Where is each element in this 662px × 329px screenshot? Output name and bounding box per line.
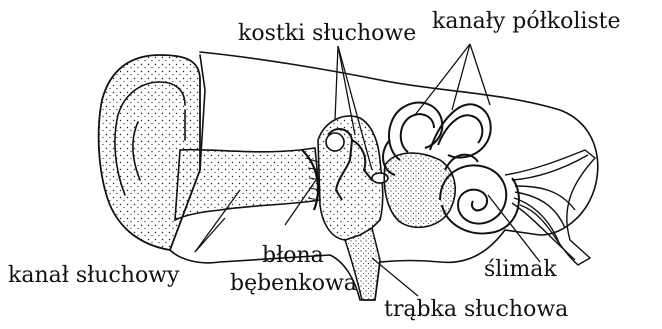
label-eardrum-line1: błona: [262, 244, 324, 268]
label-cochlea: ślimak: [484, 258, 557, 282]
auditory-nerve: [505, 150, 595, 265]
label-eardrum-line2: bębenkowa: [230, 272, 357, 296]
label-eustachian-tube: trąbka słuchowa: [384, 298, 568, 322]
label-ear-canal: kanał słuchowy: [8, 264, 179, 288]
label-ossicles: kostki słuchowe: [238, 22, 416, 46]
ear-canal: [175, 148, 320, 220]
vestibule: [384, 153, 455, 227]
label-semicircular-canals: kanały półkoliste: [432, 10, 621, 34]
